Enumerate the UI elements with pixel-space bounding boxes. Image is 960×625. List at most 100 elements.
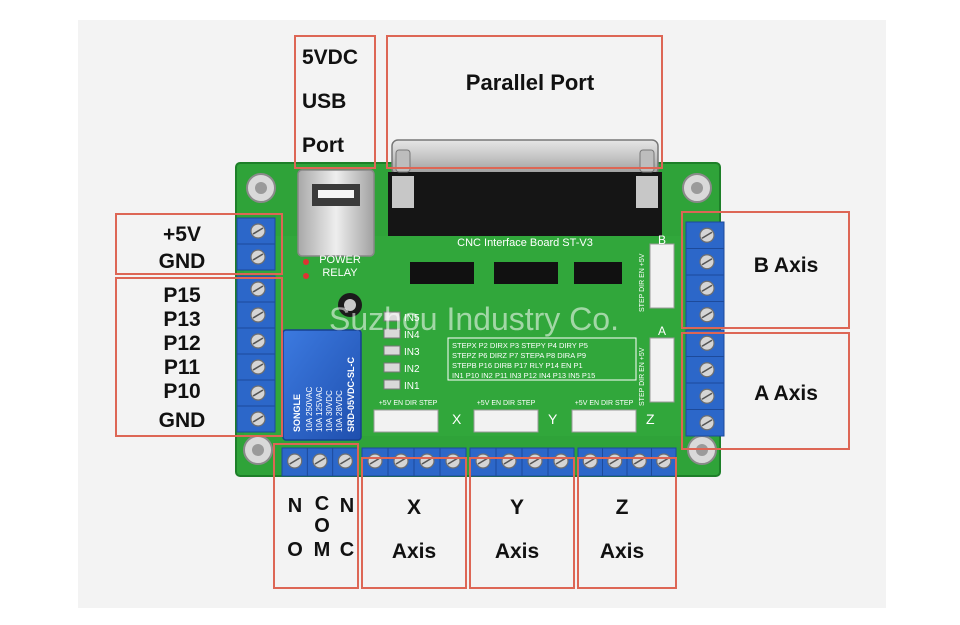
input-label: P13: [163, 308, 200, 331]
header-pin-label: +5V EN DIR STEP: [575, 400, 634, 407]
header-b-pin-group: STEP DIR EN +5V: [639, 253, 646, 312]
input-silk-label: IN5: [404, 313, 420, 324]
pinmap-line: STEPX P2 DIRX P3 STEPY P4 DIRY P5: [452, 341, 588, 350]
screw-slot: [252, 363, 264, 371]
pinmap-frame: [447, 337, 637, 381]
relay-no-label: O: [287, 539, 303, 561]
z-axis-label: Z: [616, 496, 629, 519]
relay: SONGLE 10A 250VAC 10A 125VAC 10A 30VDC 1…: [282, 329, 362, 441]
resistor-icon: [383, 362, 401, 373]
parallel-port-box: [386, 35, 663, 169]
header-y: [473, 409, 539, 433]
screw-slot: [314, 457, 326, 465]
usb-connector: [297, 169, 375, 257]
screw-slot: [701, 258, 713, 266]
terminal-relay: [281, 447, 359, 477]
capacitor-top: [344, 299, 356, 311]
axis-marker-z: Z: [646, 411, 655, 427]
input-silk-label: IN2: [404, 364, 420, 375]
x-axis-label: Axis: [392, 540, 436, 563]
y-axis-box: [469, 457, 575, 589]
power-led-icon: [303, 259, 309, 265]
annotation-boxes: [115, 35, 850, 589]
screw-slot: [701, 311, 713, 319]
db25-post-right: [639, 149, 655, 173]
input-label: P11: [164, 356, 201, 379]
relay-marking: SRD-05VDC-SL-C: [346, 356, 356, 432]
side-marker-a: A: [658, 324, 666, 338]
power-label: GND: [159, 250, 206, 273]
y-axis-label: Y: [510, 496, 524, 519]
db25-connector: CNC Interface Board ST-V3: [388, 139, 662, 249]
relay-nc-label: C: [340, 539, 354, 561]
a-axis-label: A Axis: [754, 382, 818, 405]
header-a: [649, 337, 675, 403]
screw-slot: [701, 284, 713, 292]
db25-screw-right: [636, 176, 658, 208]
ic-chip: [410, 262, 474, 284]
resistor-icon: [383, 311, 401, 322]
pinmap-line: STEPB P16 DIRB P17 RLY P14 EN P1: [452, 361, 583, 370]
screw-slot: [252, 389, 264, 397]
relay-marking: 10A 30VDC: [325, 390, 334, 432]
pin-headers: +5V EN DIR STEP +5V EN DIR STEP +5V EN D…: [373, 233, 675, 433]
input-label: P12: [163, 332, 200, 355]
relay-com-label: M: [314, 539, 331, 561]
terminal-x-axis: [361, 447, 467, 477]
power-label: +5V: [163, 223, 201, 246]
input-silk-label: IN1: [404, 381, 420, 392]
usb-label-line: Port: [302, 134, 344, 157]
screw-slot: [701, 231, 713, 239]
mounting-hole-center: [691, 182, 703, 194]
screw-slot: [252, 337, 264, 345]
terminal-y-axis: [469, 447, 575, 477]
input-label: P15: [163, 284, 201, 307]
relay-com-label: O: [314, 515, 330, 537]
pinmap-table: STEPX P2 DIRX P3 STEPY P4 DIRY P5 STEPZ …: [447, 337, 637, 381]
header-pin-label: +5V EN DIR STEP: [477, 400, 536, 407]
screw-slot: [701, 339, 713, 347]
axis-marker-y: Y: [548, 411, 558, 427]
header-pin-label: STEP DIR EN +5V: [639, 347, 646, 406]
input-label: GND: [159, 409, 206, 432]
usb-label-line: USB: [302, 90, 346, 113]
db25-shell: [391, 139, 659, 176]
header-z: [571, 409, 637, 433]
relay-led-icon: [303, 273, 309, 279]
db25-screw-left: [392, 176, 414, 208]
screw-slot: [252, 415, 264, 423]
header-pin-label: STEP DIR EN +5V: [639, 253, 646, 312]
annotation-labels: 5VDC USB Port Parallel Port +5V GND P15 …: [159, 46, 819, 563]
usb-label-line: 5VDC: [302, 46, 358, 69]
screw-slot: [701, 392, 713, 400]
board-title: CNC Interface Board ST-V3: [457, 237, 593, 249]
ic-chip: [494, 262, 558, 284]
usb-box: [294, 35, 376, 169]
terminal-inputs: [236, 275, 276, 433]
screw-slot: [252, 311, 264, 319]
input-silk-label: IN3: [404, 347, 420, 358]
terminal-z-axis: [577, 447, 677, 477]
relay-marking-group: SONGLE 10A 250VAC 10A 125VAC 10A 30VDC 1…: [292, 356, 356, 432]
b-axis-label: B Axis: [754, 254, 819, 277]
input-silk-label: IN4: [404, 330, 420, 341]
inputs-box: [115, 277, 283, 437]
b-axis-box: [681, 211, 850, 329]
input-label: P10: [163, 380, 200, 403]
mounting-hole-center: [252, 444, 264, 456]
relay-text: RELAY: [322, 267, 358, 279]
usb-tongue: [318, 190, 354, 198]
mounting-hole-center: [255, 182, 267, 194]
resistor-icon: [383, 379, 401, 390]
screw-slot: [289, 457, 301, 465]
z-axis-label: Axis: [600, 540, 644, 563]
y-axis-label: Axis: [495, 540, 539, 563]
side-marker-b: B: [658, 233, 666, 247]
x-axis-box: [361, 457, 467, 589]
watermark: Suzhou Industry Co.: [329, 301, 619, 337]
usb-shell: [297, 169, 375, 257]
power-box: [115, 213, 283, 275]
header-b: [649, 243, 675, 309]
header-pin-label: +5V EN DIR STEP: [379, 400, 438, 407]
pinmap-line: STEPZ P6 DIRZ P7 STEPA P8 DIRA P9: [452, 351, 586, 360]
